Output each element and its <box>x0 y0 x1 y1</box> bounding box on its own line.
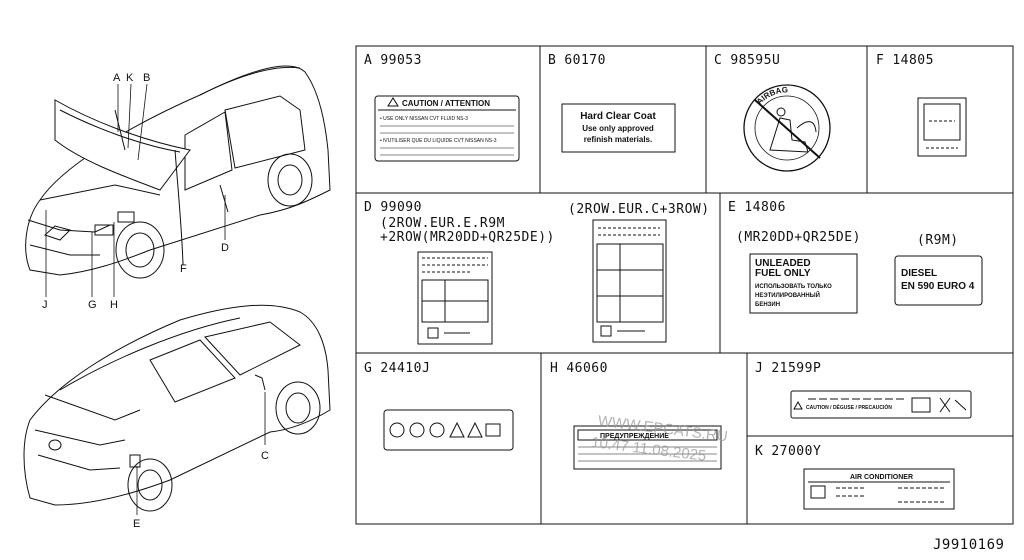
svg-text:(2ROW.EUR.E.R9M: (2ROW.EUR.E.R9M <box>380 216 505 231</box>
callout-d: D <box>221 242 229 254</box>
callout-e: E <box>133 518 140 530</box>
svg-text:(2ROW.EUR.C+3ROW): (2ROW.EUR.C+3ROW) <box>568 202 710 217</box>
callout-g: G <box>88 299 97 311</box>
callout-c: C <box>261 450 269 462</box>
svg-text:Use only approved: Use only approved <box>582 124 654 133</box>
callout-f: F <box>180 263 187 275</box>
svg-text:ПРЕДУПРЕЖДЕНИЕ: ПРЕДУПРЕЖДЕНИЕ <box>600 433 669 440</box>
car-front-view <box>25 65 331 279</box>
svg-text:FUEL ONLY: FUEL ONLY <box>755 268 811 279</box>
svg-text:refinish materials.: refinish materials. <box>584 135 652 144</box>
svg-text:UNLEADED: UNLEADED <box>755 258 811 269</box>
svg-text:AIR CONDITIONER: AIR CONDITIONER <box>850 474 913 481</box>
callout-b: B <box>143 72 150 84</box>
svg-text:EN 590 EURO 4: EN 590 EURO 4 <box>901 281 975 292</box>
svg-text:DIESEL: DIESEL <box>901 268 937 279</box>
callout-k: K <box>126 72 134 84</box>
caution-title: CAUTION / ATTENTION <box>402 99 490 108</box>
callout-j: J <box>42 299 48 311</box>
svg-text:Hard Clear Coat: Hard Clear Coat <box>580 111 656 122</box>
svg-text:НЕЭТИЛИРОВАННЫЙ: НЕЭТИЛИРОВАННЫЙ <box>755 291 820 299</box>
panel-grid <box>355 45 1014 525</box>
svg-text:БЕНЗИН: БЕНЗИН <box>755 302 780 308</box>
svg-text:CAUTION / DÉGUSE / PRECAUCIÓN: CAUTION / DÉGUSE / PRECAUCIÓN <box>806 403 892 411</box>
car-rear-view <box>23 304 331 512</box>
svg-text:• USE ONLY NISSAN CVT FLUID NS: • USE ONLY NISSAN CVT FLUID NS-3 <box>380 116 468 122</box>
svg-text:ИСПОЛЬЗОВАТЬ ТОЛЬКО: ИСПОЛЬЗОВАТЬ ТОЛЬКО <box>755 284 832 290</box>
callout-leaders-bottom <box>136 392 266 515</box>
svg-text:• N'UTILISER QUE DU LIQUIDE CV: • N'UTILISER QUE DU LIQUIDE CVT NISSAN N… <box>380 138 497 144</box>
svg-text:(R9M): (R9M) <box>917 233 959 248</box>
svg-text:+2ROW(MR20DD+QR25DE)): +2ROW(MR20DD+QR25DE)) <box>380 230 555 245</box>
svg-text:(MR20DD+QR25DE): (MR20DD+QR25DE) <box>736 230 861 245</box>
callout-a: A <box>113 72 121 84</box>
callout-leaders-top <box>45 83 226 297</box>
figure-id: J9910169 <box>933 537 1004 553</box>
callout-h: H <box>110 299 118 311</box>
